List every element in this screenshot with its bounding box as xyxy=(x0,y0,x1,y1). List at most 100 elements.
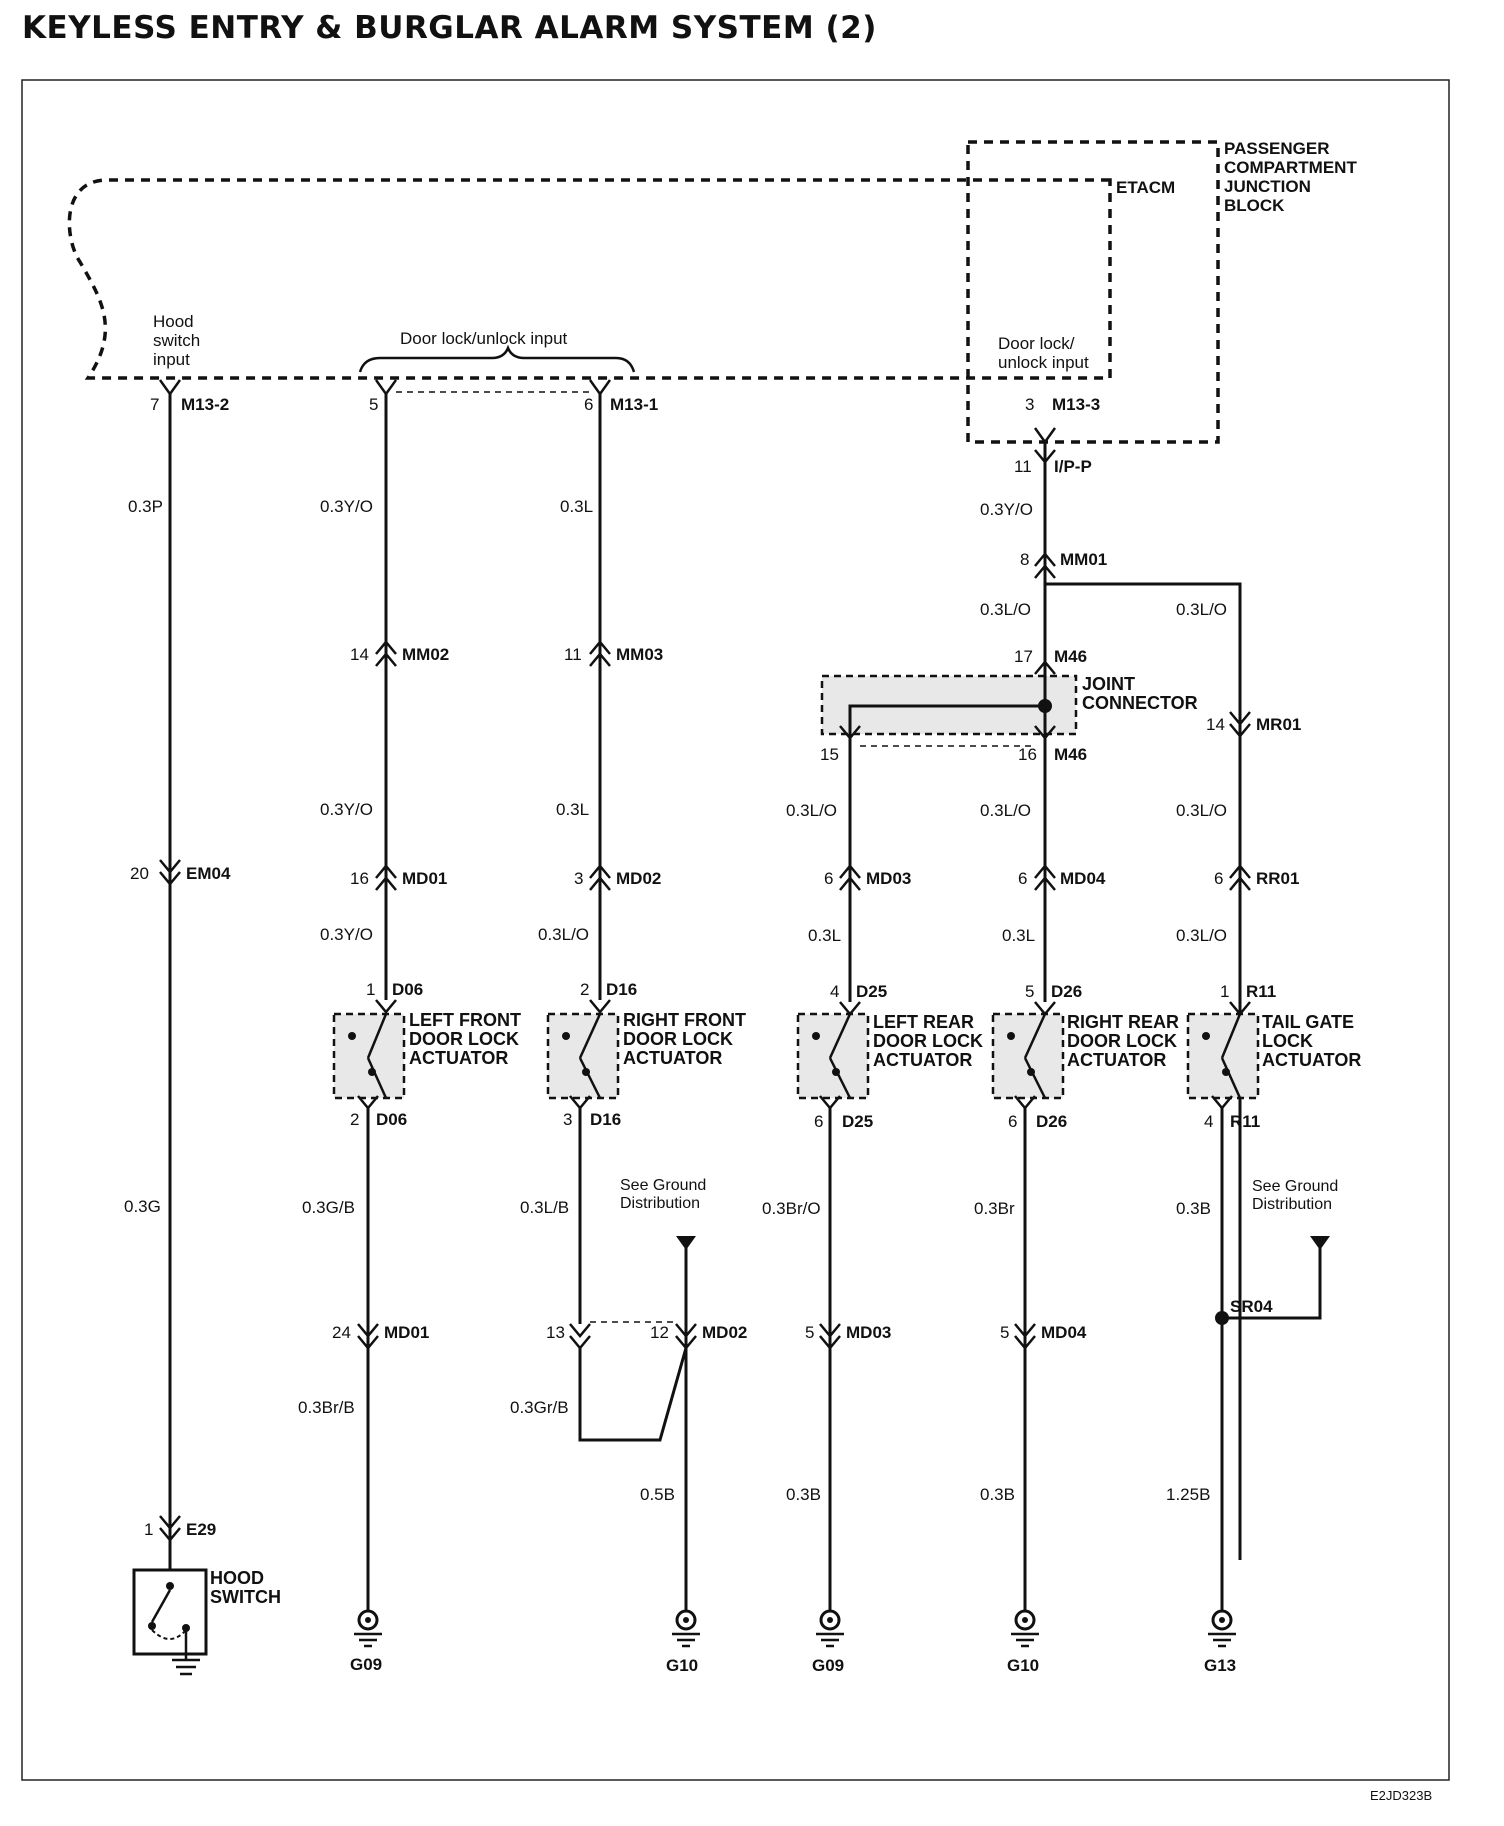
joint-connector-label: CONNECTOR xyxy=(1082,693,1198,713)
wire-color-label: 0.3L xyxy=(560,497,593,516)
pin-label: 11 xyxy=(1014,457,1032,476)
ground-g10-right xyxy=(1011,1609,1039,1648)
ground-g09-right xyxy=(816,1609,844,1648)
connector-label: MD01 xyxy=(402,869,447,888)
diagram-frame xyxy=(21,79,1450,1781)
connector-md02-top xyxy=(589,864,611,891)
actuator-terminal xyxy=(832,1068,840,1076)
tail-gate-actuator-label: LOCK xyxy=(1262,1031,1313,1051)
wire-color-label: 0.3L/O xyxy=(1176,801,1227,820)
pin-label: 17 xyxy=(1014,647,1033,666)
actuator-symbol xyxy=(1220,1013,1242,1099)
pin-label: 5 xyxy=(1000,1323,1009,1342)
footer-code: E2JD323B xyxy=(1370,1788,1432,1803)
wire-color-label: 0.3B xyxy=(1176,1199,1211,1218)
wire-color-label: 0.3Y/O xyxy=(320,925,373,944)
ground-label: G13 xyxy=(1204,1656,1236,1675)
wire-color-label: 0.3B xyxy=(980,1485,1015,1504)
connector-label: MD01 xyxy=(384,1323,429,1342)
wire-color-label: 0.3Br xyxy=(974,1199,1015,1218)
pin-label: 24 xyxy=(332,1323,351,1342)
pin-label: 7 xyxy=(150,395,159,414)
pin-label: 20 xyxy=(130,864,149,883)
pin-label: 2 xyxy=(580,980,589,999)
ground-label: G09 xyxy=(350,1655,382,1674)
connector-md04-top xyxy=(1034,864,1056,891)
ground-note-a: See Ground xyxy=(620,1177,706,1194)
actuator-terminal xyxy=(1202,1032,1210,1040)
pin-label: 6 xyxy=(1214,869,1223,888)
actuator-terminal xyxy=(368,1068,376,1076)
pin-label: 1 xyxy=(144,1520,153,1539)
pin-label: 15 xyxy=(820,745,839,764)
wire-color-label: 0.5B xyxy=(640,1485,675,1504)
connector-mr01 xyxy=(1229,711,1251,738)
hood-input-caption: input xyxy=(153,350,190,369)
connector-m46-15 xyxy=(839,725,861,740)
left-rear-actuator-label: ACTUATOR xyxy=(873,1050,972,1070)
etacm-input-caption: unlock input xyxy=(998,353,1089,372)
pin-label: 3 xyxy=(1025,395,1034,414)
right-front-actuator xyxy=(546,1012,620,1100)
connector-label: RR01 xyxy=(1256,869,1299,888)
pcjb-label-line: PASSENGER xyxy=(1224,139,1330,158)
wire-color-label: 0.3L xyxy=(556,800,589,819)
left-front-actuator-label: DOOR LOCK xyxy=(409,1029,519,1049)
tail-gate-actuator-label: TAIL GATE xyxy=(1262,1012,1354,1032)
wire-color-label: 0.3Br/B xyxy=(298,1398,355,1417)
connector-e29 xyxy=(159,1515,181,1542)
pin-label: 14 xyxy=(350,645,369,664)
connector-label: MD03 xyxy=(866,869,911,888)
connector-label: R11 xyxy=(1230,1112,1260,1131)
actuator-terminal xyxy=(348,1032,356,1040)
actuator-terminal xyxy=(812,1032,820,1040)
wire-tail-gate-branch xyxy=(1045,582,1242,1560)
actuator-terminal xyxy=(582,1068,590,1076)
ground-label: G09 xyxy=(812,1656,844,1675)
pin-label: 4 xyxy=(1204,1112,1213,1131)
connector-label: D26 xyxy=(1051,982,1082,1001)
connector-ip-p xyxy=(1034,449,1056,464)
pin-label: 6 xyxy=(584,395,593,414)
connector-rr01 xyxy=(1229,864,1251,891)
connector-mm01 xyxy=(1034,552,1056,579)
connector-label: M13-2 xyxy=(181,395,229,414)
joint-connector-label: JOINT xyxy=(1082,674,1135,694)
etacm-label: ETACM xyxy=(1116,178,1175,197)
wire-color-label: 0.3L/O xyxy=(786,801,837,820)
pin-label: 2 xyxy=(350,1110,359,1129)
wire-color-label: 0.3L/O xyxy=(1176,600,1227,619)
wire-color-label: 0.3L/O xyxy=(980,600,1031,619)
connector-m13-1-pin6 xyxy=(588,379,612,397)
wire-right-front-return xyxy=(578,1347,688,1442)
pcjb-box xyxy=(966,140,1220,444)
connector-label: M13-3 xyxy=(1052,395,1100,414)
connector-md03-top xyxy=(839,864,861,891)
hood-switch-label: SWITCH xyxy=(210,1587,281,1607)
pcjb-label-line: COMPARTMENT xyxy=(1224,158,1357,177)
connector-d25-top xyxy=(839,1001,861,1016)
pin-label: 1 xyxy=(366,980,375,999)
connector-label: EM04 xyxy=(186,864,231,883)
connector-md04-bottom xyxy=(1014,1323,1036,1350)
left-front-actuator-label: LEFT FRONT xyxy=(409,1010,521,1030)
pin-label: 6 xyxy=(1018,869,1027,888)
pcjb-label: PASSENGER COMPARTMENT JUNCTION BLOCK xyxy=(1224,139,1357,215)
ground-distribution-arrow-b xyxy=(1310,1236,1330,1250)
pin-label: 13 xyxy=(546,1323,565,1342)
connector-m13-3 xyxy=(1033,427,1057,445)
pin-label: 1 xyxy=(1220,982,1229,1001)
connector-label: D06 xyxy=(376,1110,407,1129)
connector-em04 xyxy=(159,859,181,886)
pin-label: 5 xyxy=(805,1323,814,1342)
pin-label: 5 xyxy=(1025,982,1034,1001)
tail-gate-actuator xyxy=(1186,1012,1260,1100)
etacm-input-caption: Door lock/ xyxy=(998,334,1075,353)
connector-md03-bottom xyxy=(819,1323,841,1350)
right-front-actuator-label: DOOR LOCK xyxy=(623,1029,733,1049)
connector-d26-top xyxy=(1034,1001,1056,1016)
connector-label: D25 xyxy=(856,982,887,1001)
ground-label: G10 xyxy=(666,1656,698,1675)
right-rear-actuator-label: ACTUATOR xyxy=(1067,1050,1166,1070)
connector-label: MR01 xyxy=(1256,715,1301,734)
